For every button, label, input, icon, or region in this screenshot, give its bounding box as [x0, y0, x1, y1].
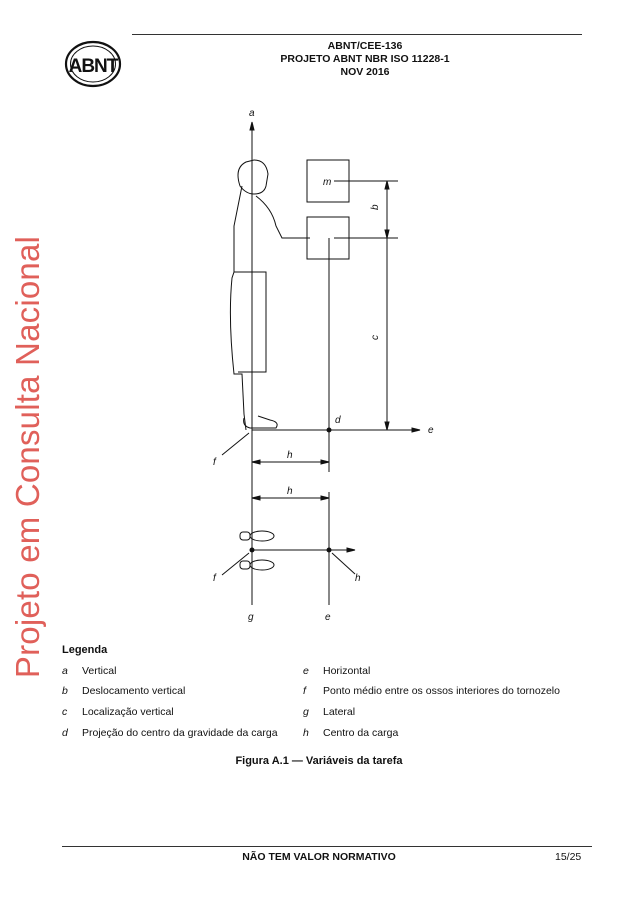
document-header: ABNT/CEE-136 PROJETO ABNT NBR ISO 11228-…	[215, 40, 515, 79]
label-g: g	[248, 612, 254, 623]
header-committee: ABNT/CEE-136	[327, 40, 403, 52]
label-e-bottom: e	[325, 612, 331, 623]
footer-note: NÃO TEM VALOR NORMATIVO	[242, 851, 396, 863]
label-b: b	[370, 204, 381, 210]
label-c: c	[370, 335, 381, 340]
legend-letter: e	[303, 665, 309, 677]
legend-letter: h	[303, 727, 309, 739]
label-h-top: h	[287, 450, 293, 461]
header-project: PROJETO ABNT NBR ISO 11228-1	[280, 53, 450, 65]
header-rule	[132, 34, 582, 35]
page-number: 15/25	[555, 851, 582, 863]
legend-text: Lateral	[323, 706, 356, 718]
legend-letter: a	[62, 665, 68, 677]
label-f-top: f	[213, 457, 217, 468]
task-variables-figure: a m b c d e f h h f h g e	[213, 108, 434, 623]
label-d: d	[335, 415, 341, 426]
header-date: NOV 2016	[340, 66, 390, 78]
abnt-logo: ABNT	[64, 40, 122, 88]
logo-text: ABNT	[69, 56, 119, 77]
legend-title: Legenda	[62, 644, 108, 656]
label-a: a	[249, 108, 255, 119]
label-h-bottom: h	[287, 486, 293, 497]
legend-letter: c	[62, 706, 68, 718]
label-m: m	[323, 177, 331, 188]
legend-text: Centro da carga	[323, 727, 399, 739]
label-h-arrow: h	[355, 573, 361, 584]
footer-rule	[62, 846, 592, 847]
legend-text: Deslocamento vertical	[82, 685, 186, 697]
legend-letter: f	[303, 685, 306, 697]
label-f-bottom: f	[213, 573, 217, 584]
legend-text: Projeção do centro da gravidade da carga	[82, 727, 278, 739]
legend-text: Localização vertical	[82, 706, 174, 718]
legend-text: Ponto médio entre os ossos interiores do…	[323, 685, 560, 697]
legend-letter: d	[62, 727, 68, 739]
legend-text: Vertical	[82, 665, 117, 677]
legend-text: Horizontal	[323, 665, 371, 677]
legend-letter: g	[303, 706, 309, 718]
legend-letter: b	[62, 685, 68, 697]
label-e-top: e	[428, 425, 434, 436]
figure-caption: Figura A.1 — Variáveis da tarefa	[235, 755, 403, 767]
